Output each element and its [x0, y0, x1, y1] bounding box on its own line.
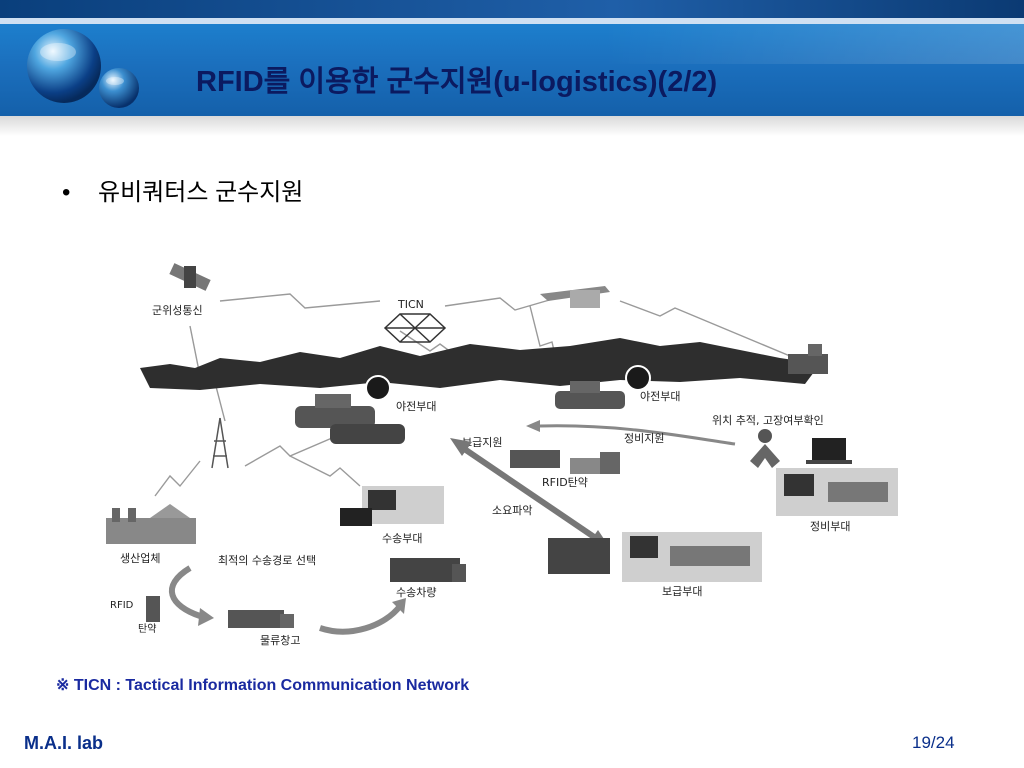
- laptop-icon: [806, 438, 852, 464]
- comm-link: [219, 293, 381, 309]
- maintenance-arrow: [526, 420, 736, 446]
- flow-arrow-up: [319, 598, 406, 635]
- tank-icon: [555, 381, 625, 409]
- unit-badge-icon: [365, 375, 391, 401]
- comm-link: [289, 455, 361, 487]
- supply-unit-icon: [548, 532, 762, 582]
- rfid-ammo-vehicle-icon: [510, 450, 620, 474]
- label-maintenance-unit: 정비부대: [810, 520, 850, 533]
- maintenance-unit-icon: [776, 468, 898, 516]
- bullet-item: • 유비쿼터스 군수지원: [62, 172, 303, 207]
- footer-lab-label: M.A.I. lab: [24, 733, 104, 753]
- warehouse-truck-icon: [228, 610, 294, 628]
- label-producer: 생산업체: [120, 552, 160, 565]
- factory-icon: [106, 504, 196, 544]
- label-warehouse: 물류창고: [260, 634, 300, 647]
- ticn-network-icon: [383, 313, 447, 343]
- comm-link: [244, 425, 361, 467]
- comm-link: [154, 460, 201, 497]
- tank-icon: [295, 394, 405, 444]
- transport-unit-icon: [340, 486, 444, 526]
- footnote: ※ TICN : Tactical Information Communicat…: [56, 677, 470, 694]
- label-optimal-route: 최적의 수송경로 선택: [218, 554, 316, 567]
- terrain-silhouette: [140, 338, 820, 390]
- label-rfid: RFID: [110, 600, 134, 611]
- top-stripe: [0, 0, 1024, 18]
- slide-title: RFID를 이용한 군수지원(u-logistics)(2/2): [196, 66, 718, 98]
- label-demand-forecast: 소요파악: [492, 504, 532, 517]
- bullet-dot: •: [62, 179, 71, 206]
- comm-links: [154, 293, 791, 497]
- soldier-icon: [750, 429, 780, 468]
- label-field-unit-left: 야전부대: [396, 400, 436, 413]
- label-field-unit-right: 야전부대: [640, 390, 680, 403]
- label-tracking: 위치 추적, 고장여부확인: [712, 414, 824, 427]
- label-transport-vehicle: 수송차량: [396, 586, 436, 599]
- comm-link: [619, 300, 791, 357]
- label-ticn: TICN: [397, 298, 424, 311]
- label-ammo: 탄약: [138, 623, 156, 635]
- header-shadow: [0, 116, 1024, 136]
- unit-badge-icon: [625, 365, 651, 391]
- top-stripe-light: [0, 18, 1024, 24]
- bullet-text: 유비쿼터스 군수지원: [98, 179, 304, 206]
- page-number: 19/24: [912, 733, 955, 752]
- aircraft-icon: [540, 286, 610, 308]
- label-supply-unit: 보급부대: [662, 585, 702, 598]
- header-band: [0, 24, 1024, 116]
- satellite-icon: [169, 263, 211, 291]
- flow-arrow-down: [168, 565, 214, 626]
- comm-link: [444, 293, 571, 311]
- transport-vehicle-icon: [390, 558, 466, 582]
- globe-logo-icon: [27, 29, 139, 108]
- label-rfid-ammo: RFID탄약: [542, 475, 588, 489]
- label-transport-unit: 수송부대: [382, 532, 422, 545]
- radio-tower-icon: [211, 417, 229, 469]
- label-supply-support: 보급지원: [462, 436, 502, 449]
- label-maintenance-support: 정비지원: [624, 432, 664, 445]
- u-logistics-diagram: 군위성통신 TICN 야전부대 야전부대 위치 추적, 고장여부확인: [106, 263, 898, 647]
- label-satellite: 군위성통신: [152, 304, 203, 317]
- truck-icon: [788, 344, 828, 374]
- rfid-reader-icon: [146, 596, 160, 622]
